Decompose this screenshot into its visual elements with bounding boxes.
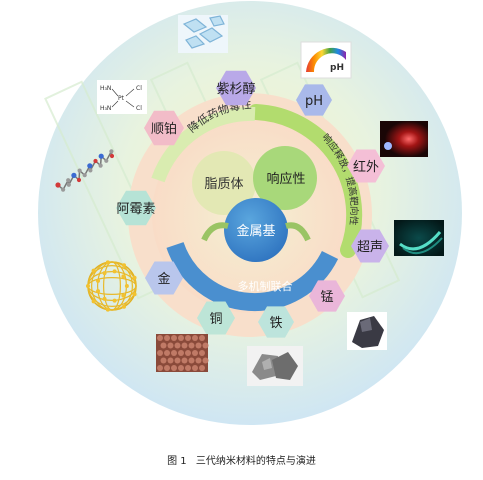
blue-arc	[166, 241, 339, 312]
gold-fullerene-image	[86, 260, 137, 312]
hexagon-5	[351, 229, 389, 263]
left-arrow	[201, 222, 229, 242]
hexagon-6	[145, 261, 183, 295]
hexagon-1	[296, 84, 332, 116]
hexagon-label-2: 顺铂	[151, 121, 177, 137]
hexagon-label-0: 紫杉醇	[216, 81, 255, 97]
liposome-circle	[192, 151, 256, 215]
hexagon-label-8: 铜	[209, 312, 222, 327]
ph-indicator-image: pH	[300, 41, 352, 79]
responsive-circle	[253, 146, 317, 210]
hexagon-label-5: 超声	[357, 240, 383, 255]
svg-text:Cl: Cl	[136, 85, 142, 92]
nanomaterial-evolution-diagram: 脂质体 响应性 金属基 降低药物毒性 响应释放，提高靶向性 多机制联合 紫杉醇p…	[38, 1, 462, 425]
hexagon-label-6: 金	[157, 271, 170, 287]
svg-text:H₃N: H₃N	[100, 105, 111, 112]
liposome-label: 脂质体	[204, 177, 243, 192]
hexagon-0	[216, 70, 256, 106]
hexagon-label-3: 红外	[353, 159, 379, 175]
responsive-label: 响应性	[266, 171, 305, 187]
iron-image	[247, 346, 303, 386]
hexagon-label-1: pH	[305, 94, 323, 109]
doxorubicin-molecule-image	[55, 149, 115, 192]
manganese-image	[347, 312, 387, 350]
svg-text:Cl: Cl	[136, 105, 142, 112]
light-green-arc	[151, 106, 256, 183]
arc-text-multi-mechanism: 多机制联合	[238, 279, 293, 293]
hexagon-2	[144, 110, 184, 146]
hexagon-7	[309, 280, 345, 312]
svg-text:Pt: Pt	[118, 95, 125, 102]
cisplatin-structure-image: H₃N H₃N Pt Cl Cl	[97, 80, 147, 114]
metal-base-circle	[224, 198, 288, 262]
ph-card-text: pH	[330, 63, 344, 73]
crystal-structure-image	[178, 15, 228, 53]
copper-image	[156, 334, 209, 372]
hexagon-label-9: 铁	[269, 316, 282, 331]
hexagon-4	[116, 190, 156, 226]
hexagon-3	[347, 149, 385, 183]
svg-text:H₃N: H₃N	[100, 85, 111, 92]
hexagon-9	[258, 306, 294, 338]
metal-base-label: 金属基	[236, 223, 275, 239]
hexagon-label-7: 锰	[320, 290, 333, 305]
infrared-laser-image	[380, 121, 428, 157]
right-arrow	[285, 222, 311, 242]
figure-number: 图 1	[167, 456, 187, 467]
hexagon-8	[197, 301, 235, 335]
figure-caption: 图 1 三代纳米材料的特点与演进	[0, 452, 483, 467]
figure-caption-text: 三代纳米材料的特点与演进	[195, 456, 316, 467]
ultrasound-image	[394, 220, 444, 256]
hexagon-label-4: 阿霉素	[116, 202, 155, 217]
green-arc	[248, 104, 363, 258]
